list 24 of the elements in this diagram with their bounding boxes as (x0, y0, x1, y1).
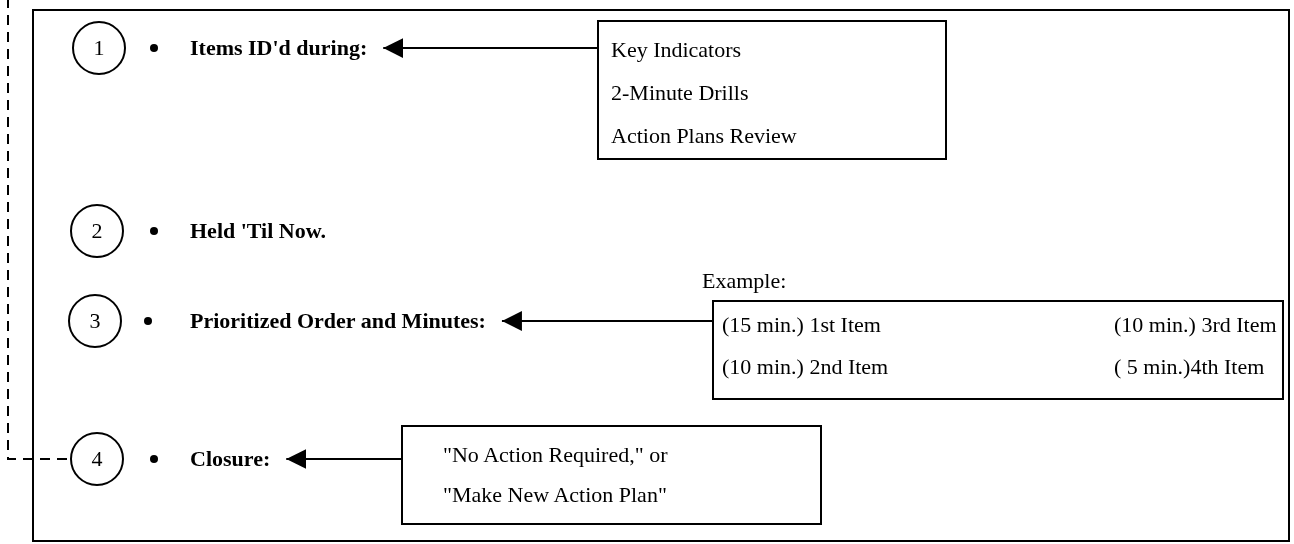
step-number-circle: 3 (68, 294, 122, 348)
box-text: Action Plans Review (611, 122, 797, 150)
example-item: (10 min.) 2nd Item (722, 353, 890, 381)
box-text: Key Indicators (611, 36, 742, 64)
step-number-circle: 2 (70, 204, 124, 258)
step-label: Items ID'd during: (190, 35, 368, 61)
box-text: "No Action Required," or (443, 441, 668, 469)
example-item: (10 min.) 3rd Item (1114, 311, 1277, 339)
step-label: Closure: (190, 446, 271, 472)
example-item: (15 min.) 1st Item (722, 311, 882, 339)
box-text: "Make New Action Plan" (443, 481, 667, 509)
outer-frame (32, 9, 1290, 542)
text-box (597, 20, 947, 160)
step-label: Held 'Til Now. (190, 218, 326, 244)
step-number-circle: 4 (70, 432, 124, 486)
box-text: 2-Minute Drills (611, 79, 749, 107)
arrow (500, 311, 713, 331)
text-box (401, 425, 822, 525)
step-number-circle: 1 (72, 21, 126, 75)
example-item: ( 5 min.)4th Item (1114, 353, 1266, 381)
example-heading: Example: (702, 268, 787, 294)
arrow (382, 38, 598, 58)
arrow (285, 449, 402, 469)
step-label: Prioritized Order and Minutes: (190, 308, 486, 334)
